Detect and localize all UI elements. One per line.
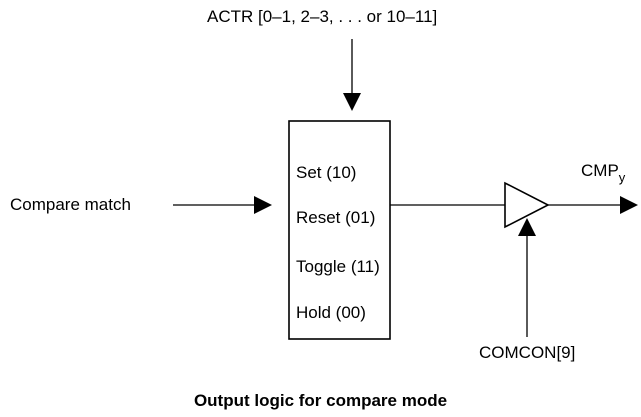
comcon-arrowhead [518,218,536,236]
mode-set-label: Set (10) [296,163,357,182]
compare-match-label: Compare match [10,195,131,214]
cmp-output-label: CMPy [581,161,626,185]
mode-select-block [288,120,391,340]
compare-match-arrowhead [254,196,272,214]
mode-toggle-label: Toggle (11) [296,257,380,276]
cmp-output-arrowhead [620,196,638,214]
cmp-output-label-main: CMP [581,161,619,180]
figure-caption: Output logic for compare mode [193,391,448,410]
cmp-output-label-subscript: y [618,170,626,185]
output-buffer-triangle [504,181,550,229]
actr-label: ACTR [0–1, 2–3, . . . or 10–11] [207,7,438,26]
actr-arrowhead [343,93,361,111]
mode-hold-label: Hold (00) [296,303,366,322]
comcon-label: COMCON[9] [479,343,576,362]
mode-reset-label: Reset (01) [296,208,376,227]
